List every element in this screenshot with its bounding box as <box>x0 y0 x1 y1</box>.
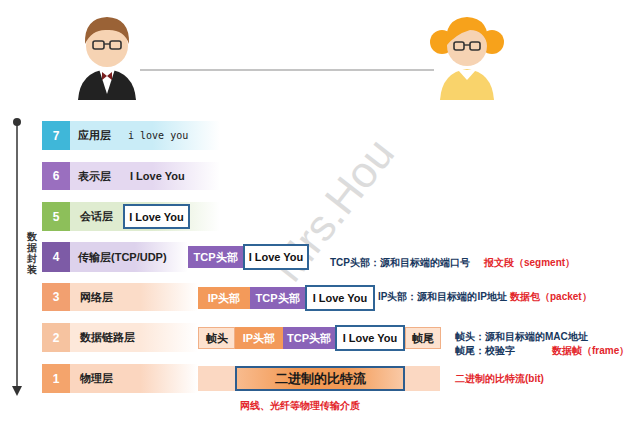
layer-name: 会话层 <box>80 202 113 231</box>
layer-number: 2 <box>42 323 70 352</box>
layer-band: 应用层 i love you <box>70 121 220 150</box>
annotation: TCP头部：源和目标端的端口号 <box>330 256 470 270</box>
box-text: TCP头部 <box>194 250 238 265</box>
ip-header: IP头部 <box>235 327 283 349</box>
man-glasses <box>110 41 121 49</box>
man-figure <box>78 17 136 100</box>
box-text: I Love You <box>313 292 368 304</box>
box-text: 二进制的比特流 <box>275 370 366 388</box>
annotation: 帧头：源和目标端的MAC地址 <box>455 330 588 344</box>
layer-number-text: 3 <box>53 290 60 304</box>
payload-box: I Love You <box>243 244 309 270</box>
layer-name: 物理层 <box>80 364 113 393</box>
annotation: 帧尾：校验字 <box>455 344 515 358</box>
box-text: 帧头 <box>206 331 228 346</box>
layer-name: 数据链路层 <box>80 323 135 352</box>
layer-data: I Love You <box>130 162 185 190</box>
layer-number: 6 <box>42 162 70 190</box>
woman-glasses <box>470 42 480 50</box>
layer-data: i love you <box>128 121 188 150</box>
layer-band: 传输层(TCP/UDP) <box>70 242 188 272</box>
layer-number: 1 <box>42 364 70 393</box>
layer-band: 数据链路层 <box>70 323 198 352</box>
layer-number: 4 <box>42 242 70 272</box>
woman-shirt <box>440 69 494 100</box>
payload-box: I Love You <box>335 325 405 351</box>
box-text: TCP头部 <box>287 331 331 346</box>
man-glasses <box>93 41 104 49</box>
pdu-name: 数据帧（frame） <box>552 344 629 358</box>
layer-number-text: 7 <box>53 129 60 143</box>
layer-number-text: 2 <box>53 331 60 345</box>
medium-note: 网线、光纤等物理传输介质 <box>240 399 360 413</box>
pdu-name: 数据包（packet） <box>510 290 592 304</box>
layer-name: 网络层 <box>80 283 113 311</box>
axis-label: 数据封装 <box>27 231 37 275</box>
ip-header: IP头部 <box>198 287 250 309</box>
pdu-name: 二进制的比特流(bit) <box>455 372 544 386</box>
payload-box: I Love You <box>123 204 190 229</box>
man-glasses <box>104 43 110 44</box>
layer-number-text: 6 <box>53 169 60 183</box>
layer-number: 5 <box>42 202 70 231</box>
frame-header: 帧头 <box>198 327 235 349</box>
arrow-shaft <box>16 122 18 388</box>
woman-hair <box>446 17 488 46</box>
box-text: IP头部 <box>243 331 275 346</box>
box-text: IP头部 <box>208 291 240 306</box>
link-line <box>140 69 434 70</box>
layer-name: 应用层 <box>78 121 111 150</box>
layer-band: 网络层 <box>70 283 198 311</box>
frame-trailer: 帧尾 <box>405 327 441 349</box>
woman-glasses <box>454 42 464 50</box>
layer-number-text: 1 <box>53 372 60 386</box>
annotation: IP头部：源和目标端的IP地址 <box>378 290 507 304</box>
layer-band: 会话层 I Love You <box>70 202 220 231</box>
tcp-header: TCP头部 <box>250 287 305 309</box>
box-text: TCP头部 <box>256 291 300 306</box>
box-text: 帧尾 <box>412 331 434 346</box>
layer-number-text: 5 <box>53 210 60 224</box>
layer-band: 物理层 <box>70 364 198 393</box>
box-text: I Love You <box>249 251 304 263</box>
pdu-name: 报文段（segment） <box>484 256 575 270</box>
layer-name: 传输层(TCP/UDP) <box>78 242 167 272</box>
layer-band: 表示层 I Love You <box>70 162 220 190</box>
payload-box: I Love You <box>305 285 375 311</box>
box-text: I Love You <box>129 211 184 223</box>
layer-number: 7 <box>42 121 70 150</box>
man-hair <box>85 17 129 44</box>
box-text: I Love You <box>343 332 398 344</box>
woman-collar <box>458 70 476 80</box>
encapsulation-arrow <box>12 118 22 396</box>
man-tie <box>102 72 112 80</box>
layer-number: 3 <box>42 283 70 311</box>
woman-glasses <box>464 44 470 45</box>
tcp-header: TCP头部 <box>283 327 335 349</box>
arrow-head <box>12 386 22 396</box>
man-vest <box>78 69 136 100</box>
tcp-header: TCP头部 <box>188 246 243 268</box>
layer-name: 表示层 <box>78 162 111 190</box>
woman-figure <box>430 17 504 100</box>
bitstream-strip <box>198 366 440 391</box>
man-shirt <box>99 69 115 94</box>
layer-number-text: 4 <box>53 250 60 264</box>
bitstream-box: 二进制的比特流 <box>235 366 405 391</box>
